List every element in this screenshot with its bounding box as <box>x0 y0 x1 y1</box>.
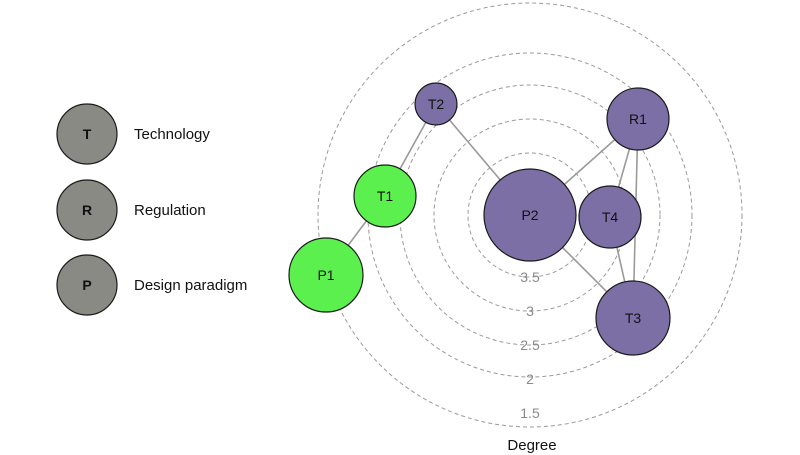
node-circle-t2 <box>414 82 458 126</box>
degree-ring-2 <box>367 52 693 378</box>
node-circle-p2 <box>483 168 577 262</box>
legend-marker-design-paradigm <box>56 254 118 316</box>
node-label-t1: T1 <box>377 188 394 204</box>
legend-letter-design-paradigm: P <box>82 277 91 293</box>
degree-ring-1-5 <box>317 2 743 428</box>
node-circle-t4 <box>578 185 642 249</box>
degree-ring-label-1-5: 1.5 <box>520 405 540 421</box>
degree-rings: 3.5 3 2.5 2 1.5 Degree <box>317 2 743 454</box>
node-label-p1: P1 <box>317 267 334 283</box>
legend-letter-technology: T <box>83 126 92 142</box>
legend-item-technology: T Technology <box>56 103 210 165</box>
node-p1: P1 <box>288 237 364 313</box>
legend: T Technology R Regulation P Design parad… <box>56 103 247 316</box>
node-label-t3: T3 <box>625 310 642 326</box>
node-t1: T1 <box>353 164 417 228</box>
node-p2: P2 <box>483 168 577 262</box>
node-circle-t1 <box>353 164 417 228</box>
node-t2: T2 <box>414 82 458 126</box>
legend-item-regulation: R Regulation <box>56 179 206 241</box>
degree-ring-label-3-5: 3.5 <box>520 269 540 285</box>
legend-item-design-paradigm: P Design paradigm <box>56 254 247 316</box>
legend-label-design-paradigm: Design paradigm <box>134 277 247 294</box>
node-circle-t3 <box>595 280 671 356</box>
degree-ring-label-2: 2 <box>526 371 534 387</box>
legend-label-technology: Technology <box>134 126 210 143</box>
degree-ring-label-2-5: 2.5 <box>520 337 540 353</box>
node-label-t2: T2 <box>428 96 445 112</box>
legend-label-regulation: Regulation <box>134 202 206 219</box>
node-label-t4: T4 <box>602 209 619 225</box>
degree-axis-title: Degree <box>507 437 556 454</box>
node-circle-r1 <box>606 87 670 151</box>
degree-ring-label-3: 3 <box>526 303 534 319</box>
legend-marker-regulation <box>56 179 118 241</box>
legend-letter-regulation: R <box>82 202 92 218</box>
node-label-p2: P2 <box>521 207 538 223</box>
node-r1: R1 <box>606 87 670 151</box>
node-label-r1: R1 <box>629 111 647 127</box>
legend-marker-technology <box>56 103 118 165</box>
node-t3: T3 <box>595 280 671 356</box>
node-circle-p1 <box>288 237 364 313</box>
node-t4: T4 <box>578 185 642 249</box>
